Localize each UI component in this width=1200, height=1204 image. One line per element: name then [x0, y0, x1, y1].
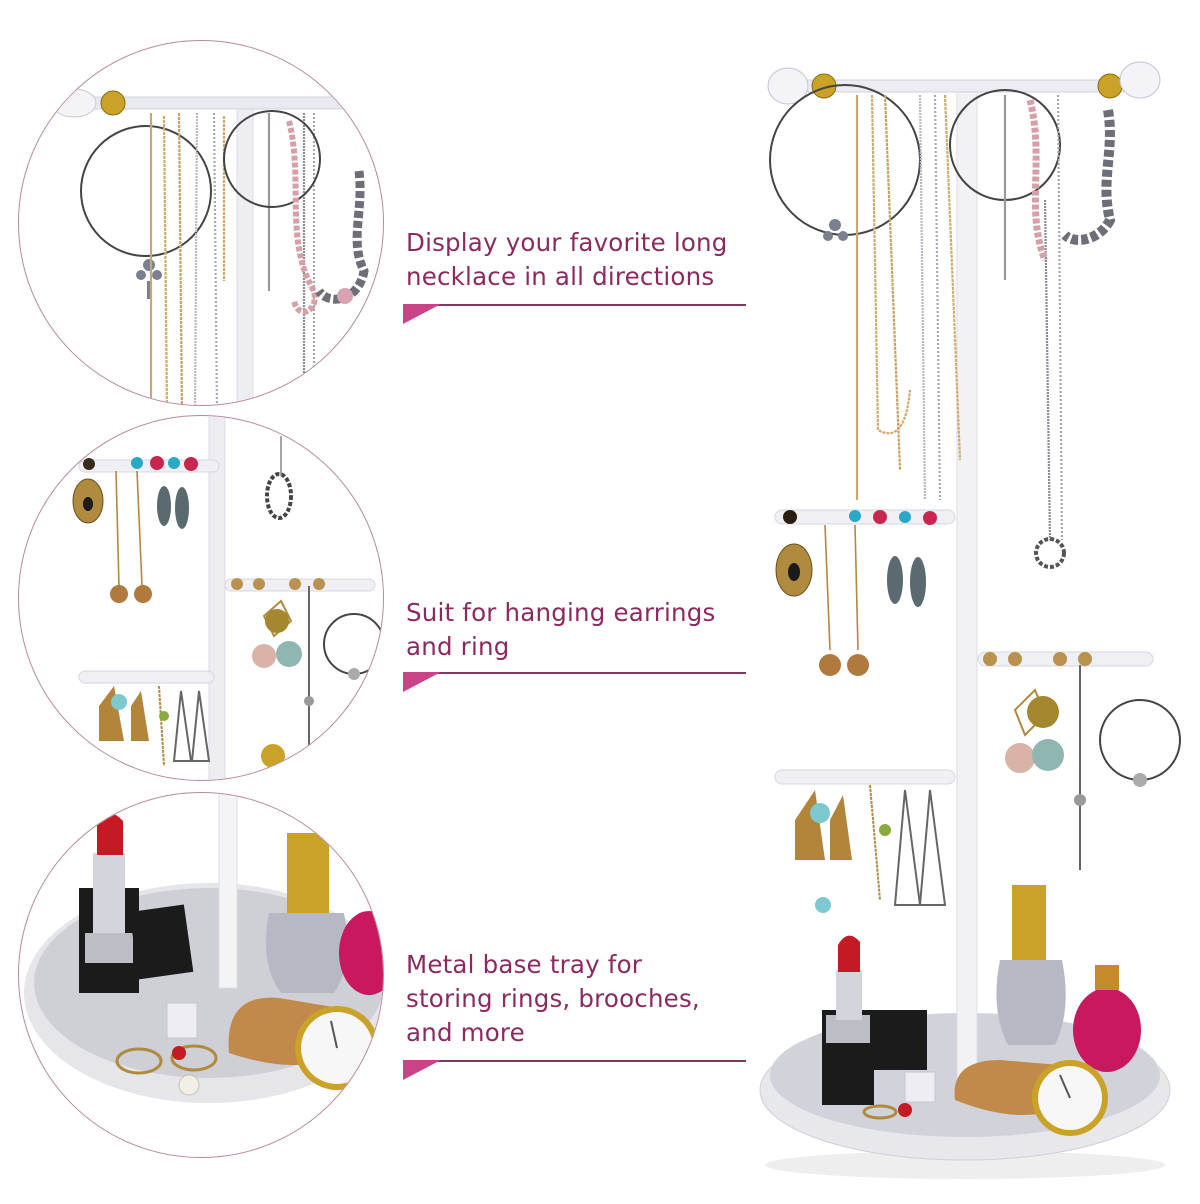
- product-image-jewelry-stand: [750, 40, 1200, 1200]
- caption-tray: Metal base tray for storing rings, brooc…: [406, 950, 700, 1047]
- detail-circle-necklaces: [18, 40, 384, 406]
- necklace-detail-illustration: [51, 88, 370, 405]
- jewelry-stand-illustration: [759, 61, 1181, 1179]
- caption-necklace: Display your favorite long necklace in a…: [406, 228, 728, 291]
- caption-earrings: Suit for hanging earrings and ring: [406, 598, 716, 661]
- arrow-line: [403, 1060, 746, 1062]
- arrow-line: [403, 672, 746, 674]
- arrow-line: [403, 304, 746, 306]
- detail-circle-tray: [18, 792, 384, 1158]
- arrow-earrings: [403, 672, 746, 702]
- detail-circle-earrings: [18, 415, 384, 781]
- arrow-necklace: [403, 304, 746, 334]
- arrow-left-icon: [403, 1060, 441, 1080]
- arrow-tray: [403, 1060, 746, 1090]
- arrow-left-icon: [403, 672, 441, 692]
- arrow-left-icon: [403, 304, 441, 324]
- earring-detail-illustration: [72, 416, 383, 780]
- tray-detail-illustration: [24, 793, 383, 1103]
